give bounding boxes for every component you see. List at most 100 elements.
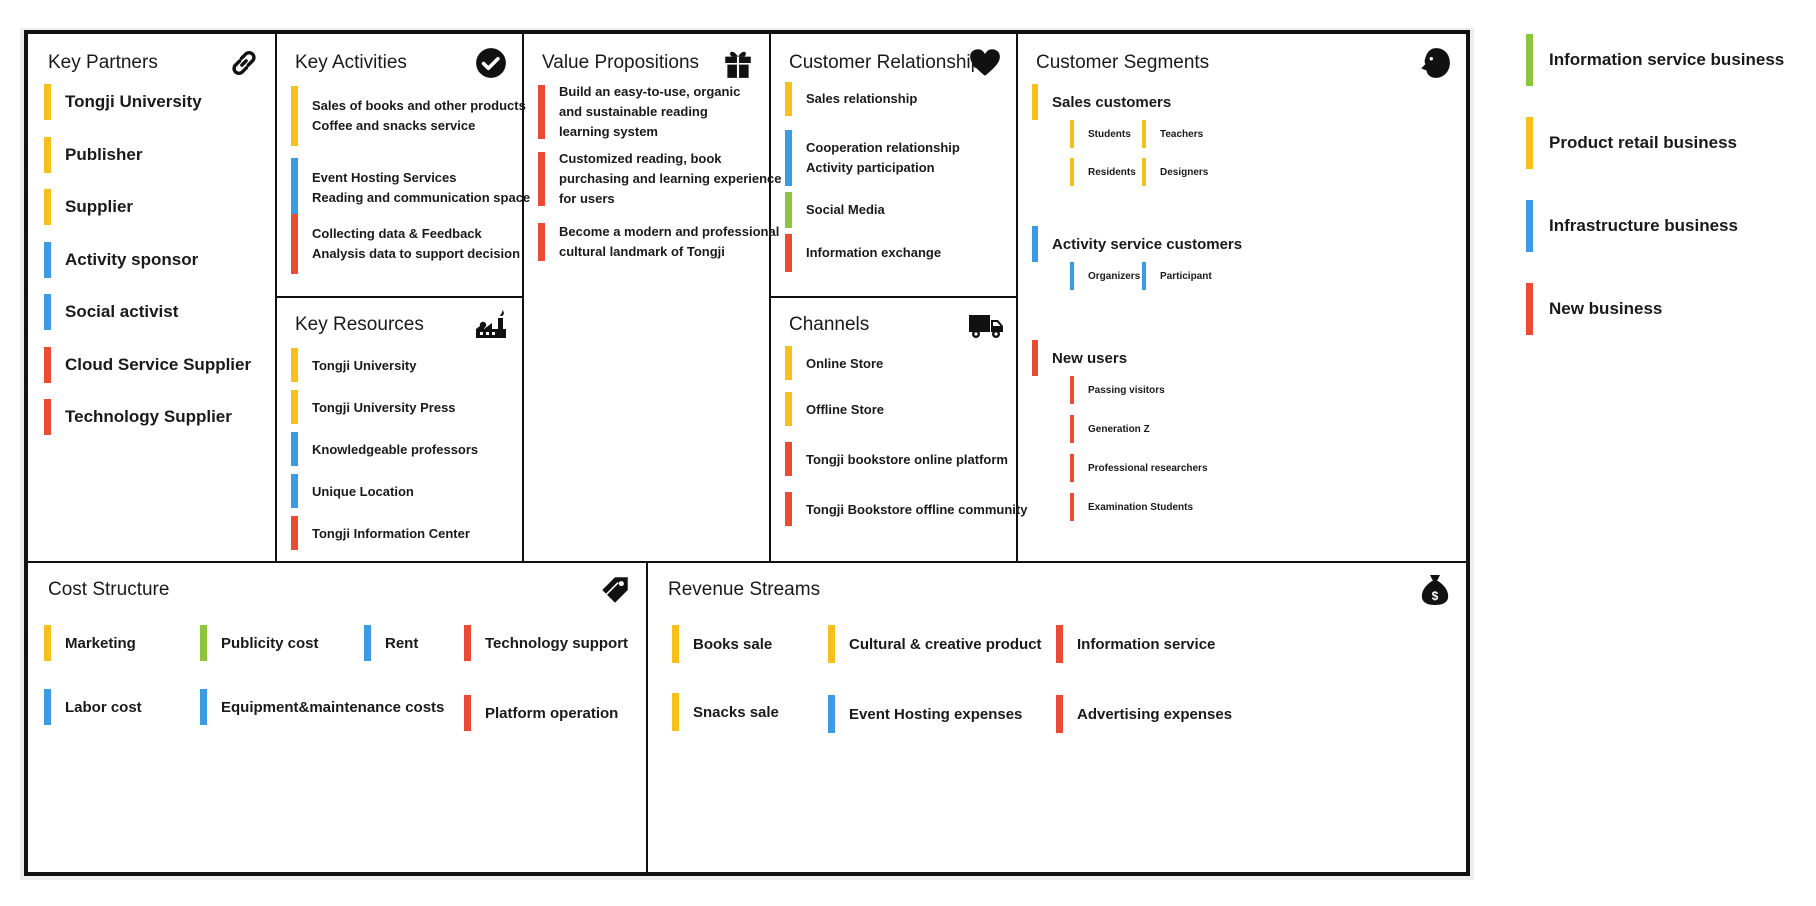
item-line: Activity participation <box>806 160 935 175</box>
partner-item: Technology Supplier <box>44 399 232 435</box>
color-bar <box>785 392 792 426</box>
item-label: Books sale <box>693 635 773 653</box>
cost-item: Labor cost <box>44 689 142 725</box>
section-title: Channels <box>789 314 870 335</box>
segment-sub-item: Professional researchers <box>1070 454 1208 482</box>
segment-sub-item: Teachers <box>1142 120 1203 148</box>
check-circle-icon <box>476 48 506 78</box>
color-bar <box>785 82 792 116</box>
item-line: Sales relationship <box>806 90 918 106</box>
color-bar <box>785 192 792 228</box>
item-label: Sales customers <box>1052 93 1172 111</box>
section-title: Revenue Streams <box>668 579 821 600</box>
color-bar <box>291 432 298 466</box>
color-bar <box>785 130 792 186</box>
item-label: Platform operation <box>485 704 619 722</box>
item-label: Supplier <box>65 197 134 216</box>
color-bar <box>291 516 298 550</box>
truck-icon <box>969 315 1003 338</box>
color-bar <box>200 689 207 725</box>
revenue-item: Event Hosting expenses <box>828 695 1022 733</box>
color-bar <box>44 84 51 120</box>
revenue-item: Information service <box>1056 625 1215 663</box>
section-title: Customer Relationships <box>789 52 991 73</box>
item-label: New users <box>1052 349 1128 367</box>
money-bag-icon: $ <box>1421 575 1449 605</box>
resource-item: Tongji University Press <box>291 390 456 424</box>
link-icon <box>232 50 256 76</box>
segment-sub-item: Passing visitors <box>1070 376 1165 404</box>
segment-sub-item: Generation Z <box>1070 415 1150 443</box>
channel-item: Offline Store <box>785 392 884 426</box>
section-title: Customer Segments <box>1036 52 1210 73</box>
item-line: purchasing and learning experience <box>559 171 782 187</box>
section-title: Cost Structure <box>48 579 170 600</box>
item-label: Tongji Bookstore offline community <box>806 501 1028 517</box>
item-line: Reading and communication space <box>312 190 531 205</box>
item-line: Customized reading, book <box>559 151 722 166</box>
item-label: Professional researchers <box>1088 462 1208 474</box>
color-bar <box>44 136 51 173</box>
color-bar <box>291 158 298 218</box>
relationship-item: Information exchange <box>785 234 941 272</box>
segment-sub-item: Designers <box>1142 158 1208 186</box>
heart-icon <box>970 49 1000 76</box>
color-bar <box>1056 695 1063 733</box>
item-label: Equipment&maintenance costs <box>221 698 445 716</box>
segment-group: New users <box>1032 340 1127 376</box>
color-bar <box>200 625 207 661</box>
item-label: Information service <box>1077 635 1216 653</box>
item-label: Cultural & creative product <box>849 635 1042 653</box>
item-line: Event Hosting Services <box>312 169 457 185</box>
item-line: and sustainable reading <box>559 104 708 120</box>
color-bar <box>464 695 471 731</box>
resource-item: Tongji Information Center <box>291 516 470 550</box>
link-icon <box>227 46 261 80</box>
segment-sub-item: Students <box>1070 120 1131 148</box>
color-bar <box>44 625 51 661</box>
item-label: Tongji University <box>312 357 417 373</box>
segment-sub-item: Organizers <box>1070 262 1140 290</box>
item-label: Unique Location <box>312 483 414 499</box>
item-label: Customized reading, book purchasing and l… <box>559 149 782 209</box>
partner-item: Activity sponsor <box>44 241 198 278</box>
channel-item: Tongji bookstore online platform <box>785 442 1008 476</box>
color-bar <box>291 474 298 508</box>
color-bar <box>1070 415 1074 443</box>
legend-item: Product retail business <box>1526 117 1737 169</box>
factory-icon <box>474 308 508 342</box>
color-bar <box>291 390 298 424</box>
color-bar <box>785 346 792 380</box>
item-label: Labor cost <box>65 698 142 716</box>
item-label: Technology Supplier <box>65 407 232 426</box>
color-bar <box>44 241 51 278</box>
relationship-item: Social Media <box>785 192 885 228</box>
color-bar <box>1070 120 1074 148</box>
color-bar <box>1032 340 1038 376</box>
revenue-item: Advertising expenses <box>1056 695 1232 733</box>
color-bar <box>828 695 835 733</box>
cost-item: Platform operation <box>464 695 618 731</box>
legend-item: New business <box>1526 283 1662 335</box>
channel-item: Online Store <box>785 346 883 380</box>
gift-icon <box>721 46 755 80</box>
color-bar <box>1070 493 1074 521</box>
revenue-item: Books sale <box>672 625 772 663</box>
segment-sub-item: Residents <box>1070 158 1136 186</box>
color-bar <box>1070 376 1074 404</box>
item-label: Online Store <box>806 355 884 371</box>
item-label: Offline Store <box>806 401 885 417</box>
partner-item: Supplier <box>44 189 133 225</box>
legend-label: New business <box>1549 299 1663 318</box>
color-bar <box>785 234 792 272</box>
channel-item: Tongji Bookstore offline community <box>785 492 1027 526</box>
